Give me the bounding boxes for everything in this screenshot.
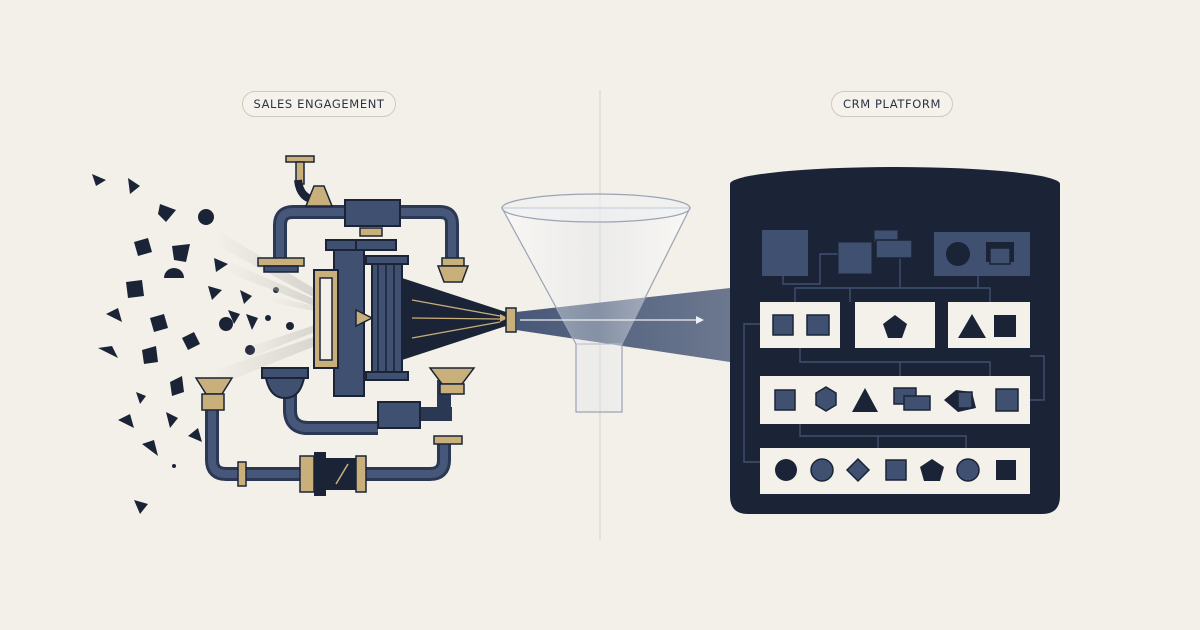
funnel-icon xyxy=(500,193,691,413)
crm-platform-label: CRM PLATFORM xyxy=(831,91,953,117)
sales-engagement-label: SALES ENGAGEMENT xyxy=(242,91,396,117)
flow-arrow-icon xyxy=(520,316,704,324)
scattered-shapes-icon xyxy=(92,174,294,514)
machine-pipes-icon xyxy=(194,155,517,496)
database-cylinder-icon xyxy=(730,167,1060,514)
